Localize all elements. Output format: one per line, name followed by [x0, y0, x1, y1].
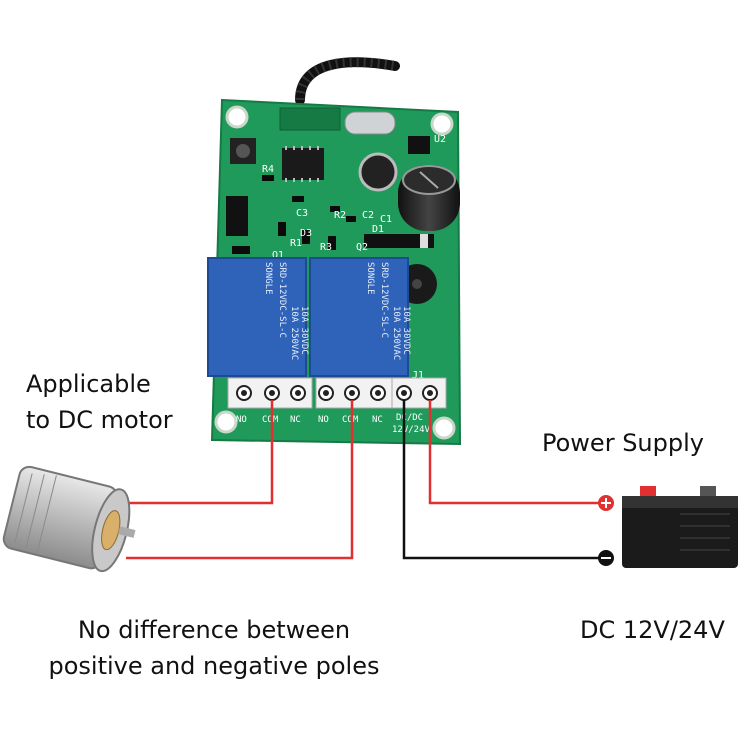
label-r2: R2: [334, 210, 346, 221]
jumper: [226, 196, 248, 236]
motor-caption-line-1: Applicable: [26, 370, 151, 398]
mounting-hole: [430, 112, 454, 136]
label-d3: D3: [300, 228, 312, 239]
terminal-nc-1: NC: [290, 415, 301, 425]
supply-label: 12V/24V: [392, 425, 431, 435]
capacitor-small: [358, 152, 398, 192]
motor-caption: Applicable to DC motor: [26, 366, 226, 438]
wire-negative: [402, 400, 600, 560]
relay-1-brand: SONGLE: [263, 262, 273, 295]
relay-2: SONGLE SRD-12VDC-SL-C 10A 250VAC 10A 30V…: [309, 257, 411, 377]
terminal-dc: DC/DC: [396, 413, 423, 423]
label-q1: Q1: [272, 250, 284, 261]
terminal-nc-2: NC: [372, 415, 383, 425]
label-j1: J1: [412, 370, 424, 381]
battery-negative-terminal: [700, 486, 716, 496]
label-q2: Q2: [356, 242, 368, 253]
poles-caption-line-1: No difference between: [77, 616, 351, 644]
voltage-caption: DC 12V/24V: [580, 616, 725, 644]
relay-2-rating-ac: 10A 250VAC: [391, 306, 401, 360]
wire-motor-2: [126, 400, 354, 560]
relay-2-rating-dc: 10A 30VDC: [401, 306, 411, 355]
plus-icon: [598, 495, 614, 511]
motor-caption-line-2: to DC motor: [26, 406, 173, 434]
dc-motor-icon: [2, 465, 136, 573]
terminal-com-1: COM: [262, 415, 279, 425]
label-c3: C3: [296, 208, 308, 219]
diode: [364, 234, 434, 248]
terminal-no-1: NO: [236, 415, 247, 425]
label-r3: R3: [320, 242, 332, 253]
crystal: [344, 111, 396, 135]
battery-icon: [622, 486, 738, 568]
relay-1-rating-ac: 10A 250VAC: [289, 306, 299, 360]
label-r4: R4: [262, 164, 274, 175]
poles-caption: No difference between positive and negat…: [24, 612, 404, 684]
ic-chip: [282, 148, 324, 180]
terminal-com-2: COM: [342, 415, 359, 425]
relay-2-model: SRD-12VDC-SL-C: [379, 262, 389, 338]
relay-1-model: SRD-12VDC-SL-C: [277, 262, 287, 338]
terminal-no-2: NO: [318, 415, 329, 425]
minus-icon: [598, 550, 614, 566]
terminal-block: [227, 377, 447, 409]
relay-1: SONGLE SRD-12VDC-SL-C 10A 250VAC 10A 30V…: [207, 257, 309, 377]
relay-1-rating-dc: 10A 30VDC: [299, 306, 309, 355]
label-c2: C2: [362, 210, 374, 221]
label-r1: R1: [290, 238, 302, 249]
label-u2: U2: [434, 134, 446, 145]
mounting-hole: [432, 416, 456, 440]
rf-module: [279, 107, 341, 131]
battery-positive-terminal: [640, 486, 656, 496]
relay-module-board: R4 C3 R1 R2 R3 C2 C1 Q1 Q2 D1 D3 U2 J1 S…: [207, 98, 462, 446]
label-c1: C1: [380, 214, 392, 225]
power-supply-caption: Power Supply: [542, 429, 704, 457]
label-d1: D1: [372, 224, 384, 235]
poles-caption-line-2: positive and negative poles: [48, 652, 380, 680]
wire-positive: [428, 400, 600, 505]
relay-2-brand: SONGLE: [365, 262, 375, 295]
wire-motor-1: [126, 400, 274, 505]
mounting-hole: [225, 105, 249, 129]
regulator: [408, 136, 430, 154]
mounting-hole: [214, 410, 238, 434]
